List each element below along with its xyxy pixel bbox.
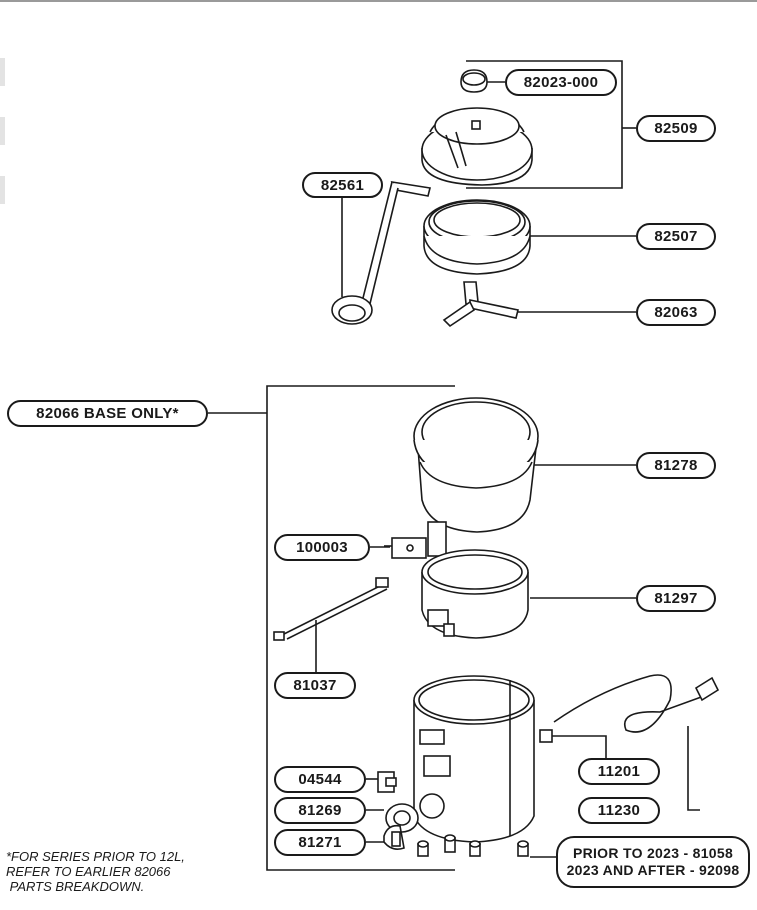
ladle-drawing — [331, 180, 431, 325]
part-label-82507: 82507 — [636, 223, 716, 250]
feet-label-line: PRIOR TO 2023 - 81058 — [572, 845, 734, 861]
leader-line — [466, 60, 623, 189]
part-label-81278: 81278 — [636, 452, 716, 479]
leader-line — [687, 726, 700, 811]
part-label-04544: 04544 — [274, 766, 366, 793]
thermostat-drawing — [384, 521, 447, 559]
inner-bowl-drawing — [413, 397, 539, 533]
stirring-paddle-drawing — [442, 281, 519, 328]
foot-drawing — [469, 840, 481, 857]
edge-tab — [0, 117, 5, 145]
lid-drawing — [421, 107, 533, 186]
heater-band-drawing — [421, 549, 529, 639]
footnote-line: PARTS BREAKDOWN. — [6, 879, 145, 894]
leader-line — [266, 385, 455, 871]
part-label-81269: 81269 — [274, 797, 366, 824]
part-label-82509: 82509 — [636, 115, 716, 142]
base-housing-drawing — [413, 675, 535, 843]
foot-drawing — [517, 840, 529, 857]
part-label-81297: 81297 — [636, 585, 716, 612]
edge-tab — [0, 58, 5, 86]
part-label-11230: 11230 — [578, 797, 660, 824]
cord-drawing — [539, 674, 720, 743]
top-rule — [0, 0, 757, 2]
feet-label-line: 2023 AND AFTER - 92098 — [566, 862, 740, 878]
dial-plate-drawing — [385, 803, 419, 833]
part-label-81271: 81271 — [274, 829, 366, 856]
part-label-82561: 82561 — [302, 172, 383, 198]
switch-drawing — [377, 771, 397, 793]
bowl-ring-drawing — [423, 199, 531, 275]
foot-drawing — [417, 840, 429, 857]
footnote-line: *FOR SERIES PRIOR TO 12L, — [6, 849, 185, 864]
control-knob-drawing — [383, 824, 405, 850]
lid-knob-drawing — [460, 69, 488, 93]
wire-harness-drawing — [273, 577, 389, 641]
part-label-11201: 11201 — [578, 758, 660, 785]
leader-line — [550, 735, 607, 758]
part-label-81037: 81037 — [274, 672, 356, 699]
part-label-feet: PRIOR TO 2023 - 81058 2023 AND AFTER - 9… — [556, 836, 750, 888]
part-label-82063: 82063 — [636, 299, 716, 326]
footnote-line: REFER TO EARLIER 82066 — [6, 864, 171, 879]
part-label-82023-000: 82023-000 — [505, 69, 617, 96]
part-label-82066-base-only: 82066 BASE ONLY* — [7, 400, 208, 427]
foot-drawing — [444, 834, 456, 853]
part-label-100003: 100003 — [274, 534, 370, 561]
edge-tab — [0, 176, 5, 204]
footnote: *FOR SERIES PRIOR TO 12L, REFER TO EARLI… — [6, 849, 236, 894]
